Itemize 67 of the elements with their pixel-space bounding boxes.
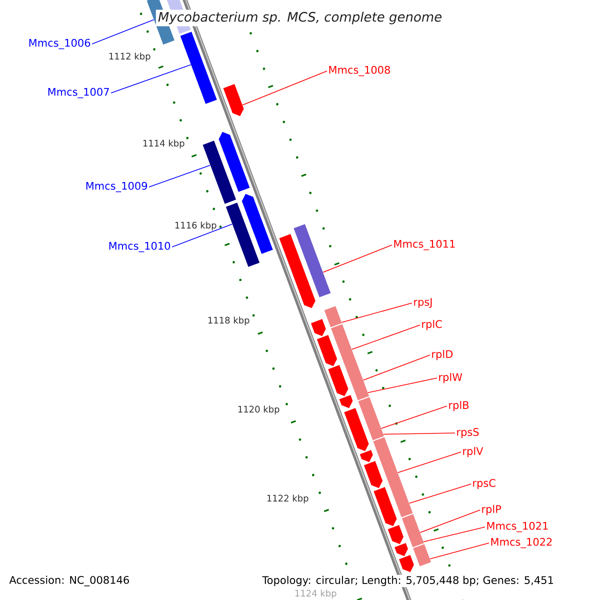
leader-line xyxy=(351,324,420,350)
gene-feature xyxy=(242,194,273,254)
scale-label: 1124 kbp xyxy=(295,590,336,598)
leader-line xyxy=(430,542,490,560)
scale-label: 1112 kbp xyxy=(109,52,150,62)
gene-feature xyxy=(226,202,260,267)
gene-feature xyxy=(360,450,373,462)
gene-feature xyxy=(399,555,414,572)
gene-feature xyxy=(294,224,331,298)
leader-line xyxy=(397,452,462,473)
gene-label: Mmcs_1006 xyxy=(29,38,90,50)
gene-label: rplC xyxy=(422,320,442,330)
gene-feature xyxy=(316,335,338,366)
leader-line xyxy=(408,484,472,504)
gene-feature xyxy=(413,544,432,566)
gene-feature xyxy=(394,543,408,556)
gene-feature xyxy=(374,487,397,526)
gene-label: Mmcs_1009 xyxy=(86,182,148,192)
gene-label: rplW xyxy=(439,372,462,384)
gene-label: rplD xyxy=(432,350,453,360)
gene-feature xyxy=(364,461,383,488)
scale-label: 1118 kbp xyxy=(208,316,250,326)
leader-line xyxy=(368,378,438,393)
scale-label: 1116 kbp xyxy=(175,222,216,230)
gene-label: rplP xyxy=(482,504,502,516)
leader-line xyxy=(148,164,211,188)
scale-label: 1122 kbp xyxy=(267,494,308,504)
gene-label: Mmcs_1011 xyxy=(394,240,455,250)
gene-label: rplB xyxy=(449,400,469,412)
gene-feature xyxy=(358,397,384,440)
gene-feature xyxy=(402,514,424,548)
gene-feature xyxy=(218,132,250,192)
leader-line xyxy=(341,302,412,323)
gene-label: rpsS xyxy=(457,428,479,438)
gene-feature xyxy=(344,408,369,452)
gene-label: Mmcs_1008 xyxy=(329,66,390,76)
gene-label: rpsC xyxy=(473,479,496,489)
gene-label: Mmcs_1010 xyxy=(109,242,170,252)
gene-label: Mmcs_1007 xyxy=(48,88,109,98)
scale-label: 1120 kbp xyxy=(238,406,280,414)
leader-line xyxy=(383,432,456,435)
leader-line xyxy=(110,64,192,94)
gene-feature xyxy=(202,140,236,204)
gene-feature xyxy=(331,324,370,400)
gene-feature xyxy=(279,234,316,308)
gene-feature xyxy=(223,84,244,116)
leader-line xyxy=(420,510,480,533)
gene-label: rplV xyxy=(463,446,484,458)
gene-feature xyxy=(373,437,413,518)
gene-feature xyxy=(339,395,353,408)
gene-label: rpsJ xyxy=(414,298,432,308)
leader-line xyxy=(172,224,233,248)
leader-line xyxy=(242,70,328,106)
scale-label: 1114 kbp xyxy=(143,140,184,148)
gene-label: Mmcs_1021 xyxy=(487,522,548,532)
leader-line xyxy=(362,354,430,380)
leader-line xyxy=(423,526,486,542)
leader-line xyxy=(322,244,392,273)
gene-feature xyxy=(328,365,348,396)
footer-text: Accession: NC_008146 xyxy=(8,574,131,588)
gene-feature xyxy=(310,319,326,336)
leader-line xyxy=(380,406,448,429)
gene-feature xyxy=(388,525,404,544)
gene-feature xyxy=(180,32,217,104)
gene-feature xyxy=(324,306,342,328)
footer-text: Topology: circular; Length: 5,705,448 bp; Genes: 5,451 xyxy=(261,574,555,588)
gene-label: Mmcs_1022 xyxy=(491,538,552,548)
